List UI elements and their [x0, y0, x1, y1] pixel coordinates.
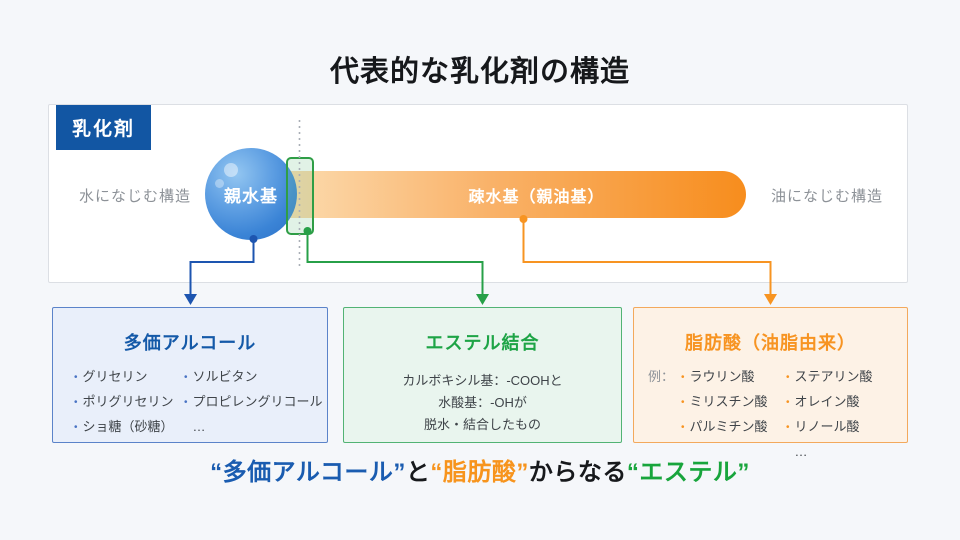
- list-item-more: •…: [192, 419, 206, 434]
- bullet-icon: •: [786, 372, 790, 383]
- hydrophobic-bar-label: 疎水基（親油基）: [468, 188, 605, 206]
- hydrophilic-sphere: 親水基: [205, 148, 297, 240]
- conclusion-text: “多価アルコール”と“脂肪酸”からなる“エステル”: [0, 452, 960, 487]
- conclusion-join: からなる: [528, 459, 627, 486]
- list-item: •オレイン酸: [786, 390, 898, 415]
- conclusion-ester: “エステル”: [626, 459, 750, 486]
- polyhydric-alcohol-list: •グリセリン •ポリグリセリン •ショ糖（砂糖） •ソルビタン •プロピレングリ…: [74, 365, 329, 440]
- arrow-down-green-icon: [476, 294, 489, 305]
- list-item: •ソルビタン: [184, 365, 329, 390]
- conclusion-join: と: [405, 459, 431, 486]
- bullet-icon: •: [681, 397, 685, 408]
- description-line: 水酸基：-OHが: [438, 395, 527, 410]
- page-title: 代表的な乳化剤の構造: [329, 56, 630, 88]
- list-item-more: •…: [794, 444, 808, 459]
- bullet-icon: •: [184, 397, 188, 408]
- bullet-icon: •: [681, 422, 685, 433]
- emulsifier-badge: 乳化剤: [56, 105, 152, 150]
- example-label: 例：: [648, 369, 675, 384]
- fatty-acid-box: 脂肪酸（油脂由来） 例： •ラウリン酸 •ミリスチン酸 •パルミチン酸 •ステア…: [633, 307, 908, 459]
- water-affinity-note: 水になじむ構造: [79, 188, 192, 205]
- bullet-icon: •: [74, 397, 78, 408]
- hydrophilic-sphere-label: 親水基: [224, 186, 278, 206]
- conclusion-alcohol: “多価アルコール”: [210, 459, 406, 486]
- polyhydric-alcohol-box: 多価アルコール •グリセリン •ポリグリセリン •ショ糖（砂糖） •ソルビタン …: [52, 307, 328, 443]
- list-item: •リノール酸: [786, 415, 898, 440]
- sphere-highlight-icon: [224, 163, 238, 177]
- bullet-icon: •: [681, 372, 685, 383]
- bullet-icon: •: [184, 372, 188, 383]
- ester-bond-title: エステル結合: [425, 333, 540, 353]
- oil-affinity-note: 油になじむ構造: [770, 188, 883, 205]
- list-item: •パルミチン酸: [681, 415, 786, 440]
- list-item: •ミリスチン酸: [681, 390, 786, 415]
- arrow-down-orange-icon: [764, 294, 777, 305]
- description-line: 脱水・結合したもの: [423, 417, 541, 432]
- polyhydric-alcohol-title: 多価アルコール: [123, 333, 257, 353]
- list-item: •ラウリン酸: [681, 365, 786, 390]
- ester-bond-box: エステル結合 カルボキシル基：-COOHと 水酸基：-OHが 脱水・結合したもの: [343, 307, 622, 443]
- bullet-icon: •: [74, 372, 78, 383]
- list-item: •グリセリン: [74, 365, 184, 390]
- list-item: •ショ糖（砂糖）: [74, 415, 184, 440]
- list-item: •ポリグリセリン: [74, 390, 184, 415]
- bullet-icon: •: [74, 422, 78, 433]
- hydrophobic-bar: 疎水基（親油基）: [281, 171, 746, 218]
- arrow-down-blue-icon: [184, 294, 197, 305]
- bullet-icon: •: [786, 422, 790, 433]
- conclusion-fatty-acid: “脂肪酸”: [430, 459, 529, 486]
- ester-bond-description: カルボキシル基：-COOHと 水酸基：-OHが 脱水・結合したもの: [344, 370, 621, 436]
- fatty-acid-list: 例： •ラウリン酸 •ミリスチン酸 •パルミチン酸 •ステアリン酸 •オレイン酸…: [648, 365, 898, 465]
- sphere-highlight-icon: [215, 179, 224, 188]
- list-item: •プロピレングリコール: [184, 390, 329, 415]
- description-line: カルボキシル基：-COOHと: [402, 373, 563, 388]
- fatty-acid-title: 脂肪酸（油脂由来）: [685, 333, 856, 353]
- emulsifier-panel: 乳化剤 水になじむ構造 油になじむ構造 疎水基（親油基） 親水基: [48, 104, 908, 283]
- list-item: •ステアリン酸: [786, 365, 898, 390]
- bullet-icon: •: [786, 397, 790, 408]
- ester-bond-frame: [286, 157, 314, 235]
